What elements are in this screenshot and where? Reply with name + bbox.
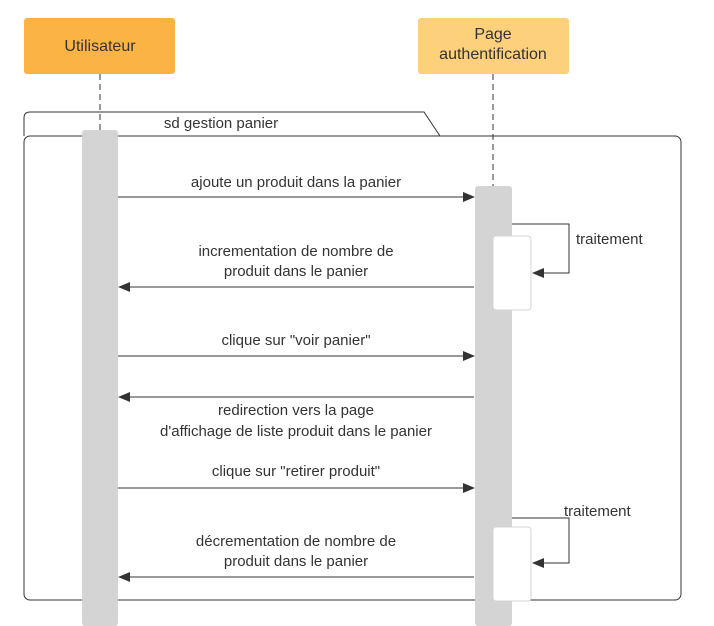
frame-label: sd gestion panier xyxy=(164,115,278,132)
participant-user-box xyxy=(24,18,175,74)
nested-activation-2 xyxy=(492,526,532,602)
message-label-6a: décrementation de nombre de xyxy=(196,533,396,550)
self-call-1 xyxy=(512,223,570,278)
self-call-label-1: traitement xyxy=(576,231,644,248)
message-label-6b: produit dans le panier xyxy=(224,553,368,570)
message-label-4a: redirection vers la page xyxy=(218,402,374,419)
self-call-label-2: traitement xyxy=(564,503,632,520)
message-label-5: clique sur "retirer produit" xyxy=(212,463,380,480)
participant-auth-box xyxy=(418,18,569,74)
message-label-2b: produit dans le panier xyxy=(224,263,368,280)
participant-user-name: Utilisateur xyxy=(64,38,136,55)
message-label-2a: incrementation de nombre de xyxy=(198,243,393,260)
self-call-2 xyxy=(512,517,570,568)
participant-auth-name-line1: Page xyxy=(474,26,511,43)
message-label-1: ajoute un produit dans la panier xyxy=(191,174,401,191)
nested-activation-1 xyxy=(492,235,532,311)
frame-tab xyxy=(23,111,441,137)
message-label-4b: d'affichage de liste produit dans le pan… xyxy=(160,423,432,440)
participant-auth-name-line2: authentification xyxy=(439,46,547,63)
activation-user xyxy=(82,130,118,626)
frame-box xyxy=(23,135,682,601)
message-label-3: clique sur "voir panier" xyxy=(221,332,370,349)
